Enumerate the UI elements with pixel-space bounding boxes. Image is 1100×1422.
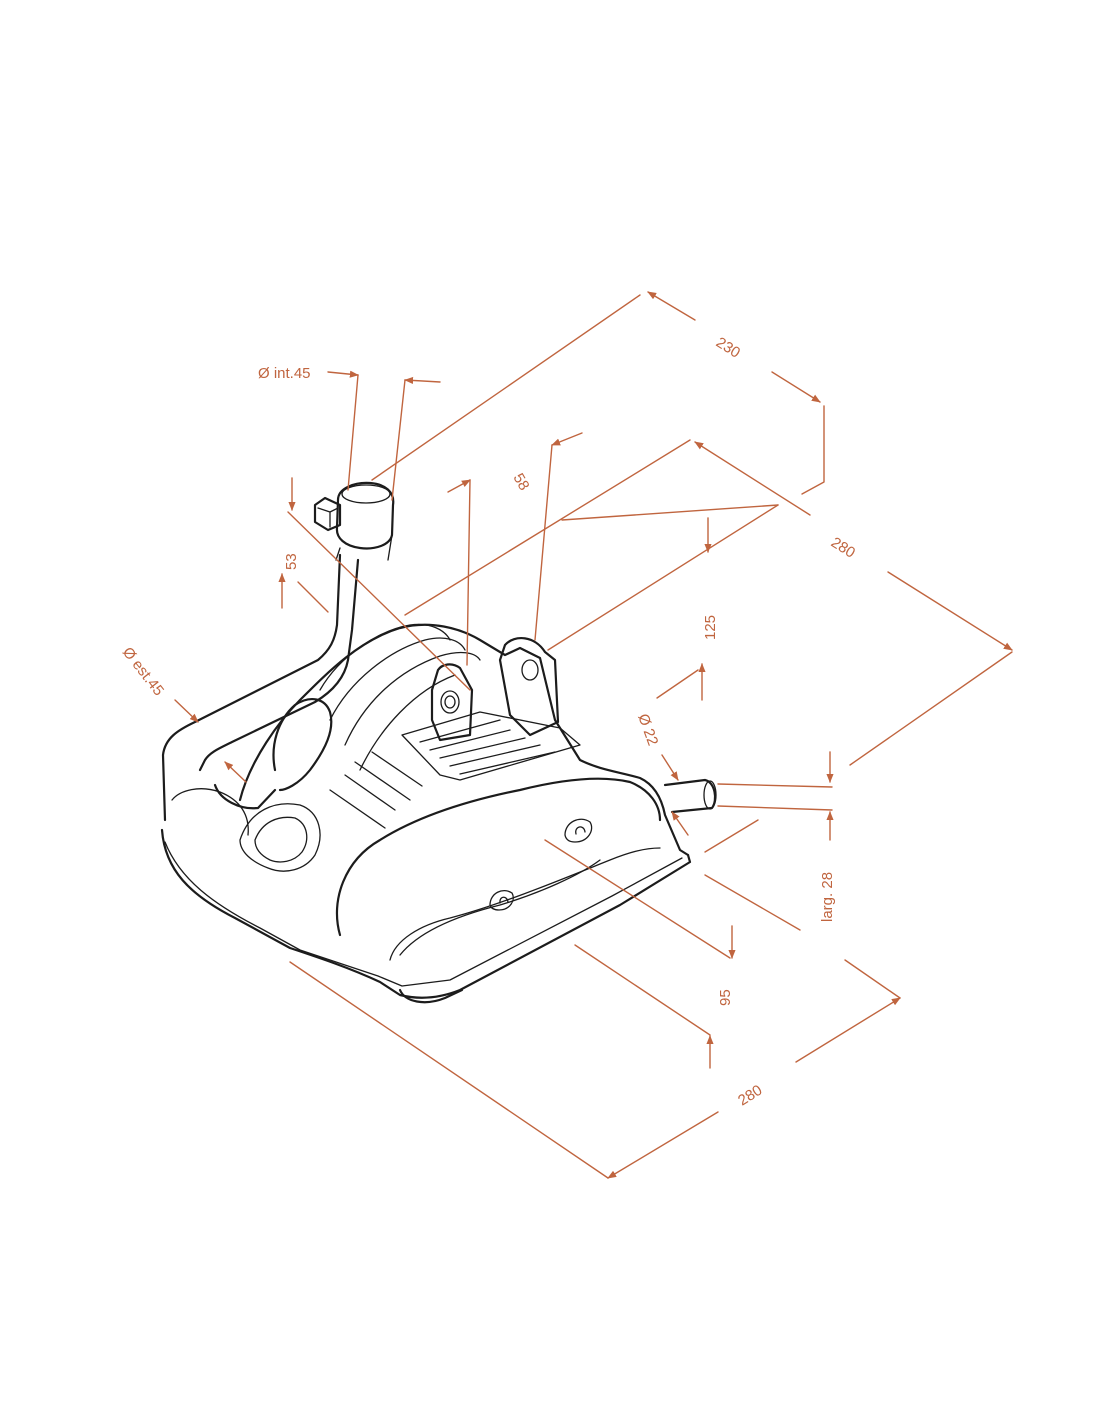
dim-280-bottom-line-a <box>607 1111 719 1179</box>
can-front-bulge <box>335 777 662 937</box>
label-58: 58 <box>510 471 533 494</box>
label-280-top: 280 <box>828 534 858 562</box>
surface-line-2 <box>354 761 411 801</box>
loop-pipe <box>272 698 333 792</box>
mount-bracket-left-hole <box>440 690 460 714</box>
label-125: 125 <box>702 615 719 640</box>
recess-inner <box>254 816 308 863</box>
label-95: 95 <box>717 989 734 1006</box>
rivet-upper-mark <box>575 826 586 835</box>
dim-95-ext-top <box>544 839 731 959</box>
surface-line-3 <box>371 751 423 787</box>
mount-bracket-right-hole <box>521 659 539 681</box>
inlet-pipe-neck <box>335 534 393 561</box>
dim-280-bottom-ext-right-2 <box>844 959 901 999</box>
recess-outer <box>239 803 321 872</box>
surface-line-4 <box>329 789 386 829</box>
muffler-body <box>160 481 717 1004</box>
top-rib-4 <box>359 674 456 771</box>
dim-280-bottom-line-b <box>795 997 901 1063</box>
can-front-rib <box>389 847 661 961</box>
dim-125-ext-top <box>561 504 779 521</box>
base-plate <box>160 828 692 999</box>
dim-58-arrow <box>447 479 471 493</box>
label-280-bottom: 280 <box>735 1082 765 1110</box>
top-rib-1 <box>319 623 451 691</box>
top-rib-3 <box>344 651 481 746</box>
outlet-pipe-end <box>703 780 717 810</box>
dim-58-top-ext <box>534 444 553 641</box>
dim-125-ext-mid <box>547 504 779 651</box>
base-plate-edge <box>164 841 683 987</box>
dim-int45-leader <box>327 370 359 378</box>
dim-int45-right-arrow <box>404 376 441 385</box>
dim-230-ext-left <box>371 294 641 481</box>
dim-280-bottom-ext-left <box>289 961 609 1179</box>
loop-pipe-lower <box>213 783 277 810</box>
dim-28-low-ext <box>717 805 833 811</box>
inlet-clamp-opening <box>341 484 391 504</box>
label-d-int-45: Ø int.45 <box>258 365 311 382</box>
rivet-upper <box>564 818 593 843</box>
label-53: 53 <box>283 553 300 570</box>
label-larg-28: larg. 28 <box>819 872 836 922</box>
dim-22-arrow <box>661 754 679 781</box>
label-d-22: Ø 22 <box>634 712 661 748</box>
dim-280-top-line-b <box>887 571 1013 651</box>
dim-28-top-ext <box>717 783 833 788</box>
can-front-rib-2 <box>399 859 601 956</box>
top-rib-2 <box>329 637 466 721</box>
rivet-lower-mark <box>499 896 509 904</box>
clamp-bolt-head <box>317 507 339 528</box>
dim-280-top-line-a <box>694 441 811 516</box>
inlet-pipe-bend <box>171 788 249 836</box>
label-230: 230 <box>713 334 743 362</box>
dim-28-diag <box>704 819 759 853</box>
dimension-lines <box>174 291 1013 1179</box>
dim-int45-right-ext <box>391 379 406 501</box>
dim-280-bottom-ext-right <box>704 874 801 931</box>
dim-53-low-ext <box>297 581 329 613</box>
rivet-lower <box>489 890 514 911</box>
bracket-plate <box>401 711 581 781</box>
dim-125-ext-low <box>656 669 699 699</box>
inlet-pipe-outer <box>161 553 342 822</box>
clamp-bolt <box>313 496 342 532</box>
dimension-labels: Ø int.45 230 280 58 53 125 Ø est.45 Ø 22… <box>119 334 858 1109</box>
can-top-outline <box>238 623 690 857</box>
dim-53-top-ext <box>287 511 471 691</box>
dim-95-ext-low <box>574 944 711 1036</box>
base-foot <box>398 988 464 1004</box>
dim-int45-left-ext <box>347 374 359 491</box>
dim-est45-arrow <box>174 699 199 723</box>
surface-line-1 <box>344 774 396 811</box>
label-d-est-45: Ø est.45 <box>119 644 167 699</box>
mount-bracket-left-hole-inner <box>444 695 456 709</box>
dim-230-line-b <box>771 371 821 403</box>
dim-22-arrow-2 <box>671 811 689 836</box>
inlet-clamp-ring <box>335 481 395 550</box>
dim-est45-arrow-2 <box>224 761 247 783</box>
dim-58-ext <box>466 479 471 666</box>
dim-58-top-arrow <box>551 432 583 446</box>
mount-bracket-left <box>430 663 474 742</box>
inlet-pipe-inner <box>198 558 360 772</box>
dim-230-ext-right <box>801 405 825 495</box>
dim-230-line-a <box>647 291 696 321</box>
dim-280-top-ext-left <box>404 439 691 616</box>
bracket-plate-hatch <box>419 719 556 775</box>
dim-280-top-ext-right <box>849 651 1013 766</box>
